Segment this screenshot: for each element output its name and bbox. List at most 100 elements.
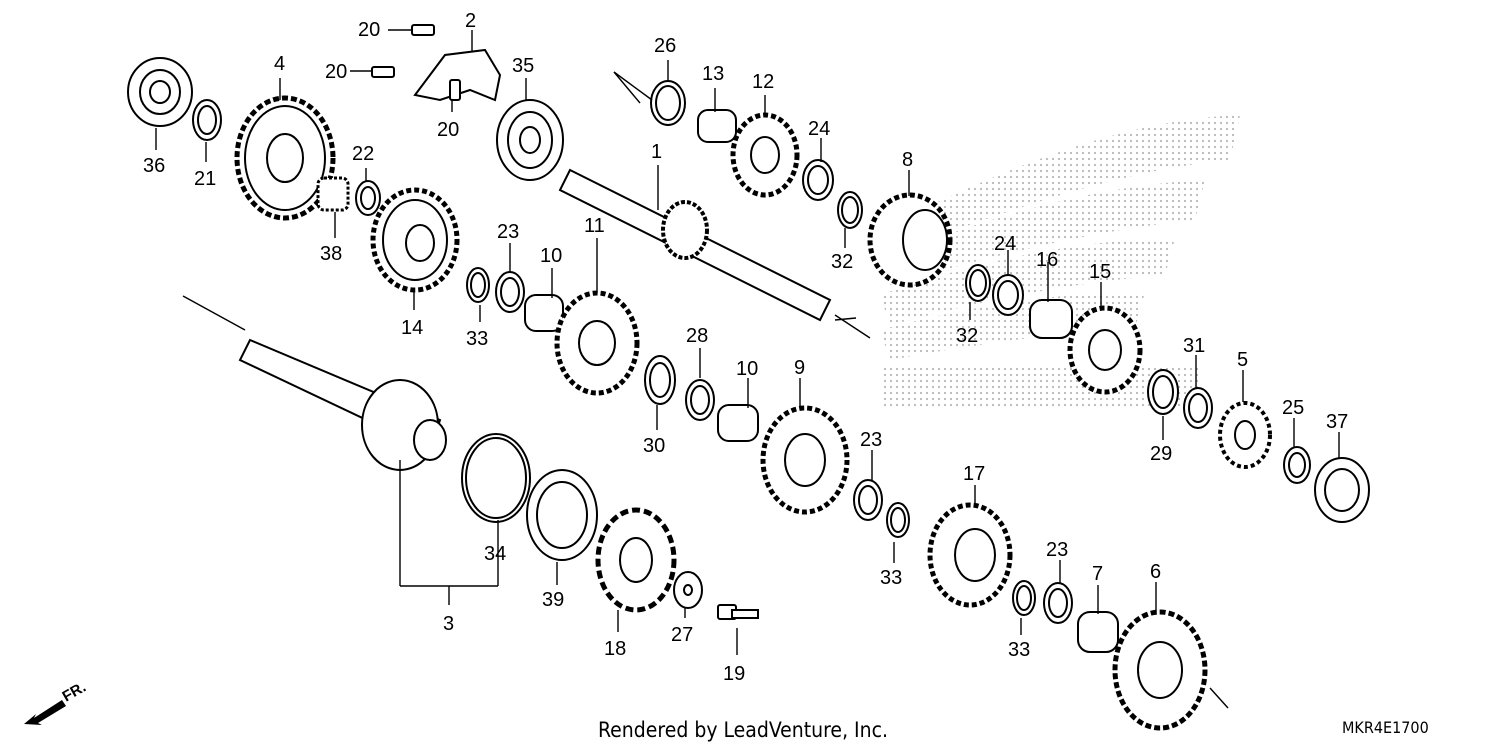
part-4-gear bbox=[234, 95, 336, 221]
part-17-gear bbox=[927, 502, 1013, 608]
part-28-ring bbox=[685, 379, 715, 421]
callout-26: 26 bbox=[654, 35, 676, 57]
render-credit: Rendered by LeadVenture, Inc. bbox=[598, 718, 888, 742]
part-8-gear bbox=[867, 192, 953, 288]
part-34-o-ring bbox=[461, 433, 531, 523]
part-27-washer bbox=[673, 571, 703, 609]
callout-6: 6 bbox=[1150, 561, 1161, 583]
callout-38: 38 bbox=[320, 243, 342, 265]
part-13-bushing bbox=[697, 109, 737, 143]
part-23-washer bbox=[495, 271, 525, 313]
part-25-ring bbox=[1283, 446, 1311, 484]
callout-22: 22 bbox=[352, 143, 374, 165]
part-23-washer bbox=[853, 479, 883, 521]
part-33-clip bbox=[886, 502, 910, 538]
part-19-bolt bbox=[717, 604, 759, 620]
part-9-gear bbox=[760, 405, 850, 515]
callout-19: 19 bbox=[723, 663, 745, 685]
part-3-countershaft bbox=[238, 338, 447, 471]
callout-36: 36 bbox=[143, 155, 165, 177]
callout-1: 1 bbox=[651, 141, 662, 163]
part-35-bearing bbox=[496, 99, 564, 181]
part-2-plate bbox=[413, 48, 502, 102]
arrow-icon: FR. bbox=[24, 679, 89, 725]
part-7-bushing bbox=[1077, 611, 1119, 653]
callout-10: 10 bbox=[736, 358, 758, 380]
callout-21: 21 bbox=[194, 168, 216, 190]
callout-5: 5 bbox=[1237, 349, 1248, 371]
diagram-code: MKR4E1700 bbox=[1342, 718, 1429, 737]
callout-33: 33 bbox=[880, 567, 902, 589]
callout-23: 23 bbox=[860, 429, 882, 451]
callout-32: 32 bbox=[831, 251, 853, 273]
callout-15: 15 bbox=[1089, 261, 1111, 283]
callout-29: 29 bbox=[1150, 443, 1172, 465]
callout-27: 27 bbox=[671, 624, 693, 646]
part-1-mainshaft bbox=[558, 168, 832, 322]
part-33-clip bbox=[466, 267, 490, 303]
callout-9: 9 bbox=[794, 357, 805, 379]
part-10-bushing bbox=[717, 404, 759, 442]
part-12-gear bbox=[730, 112, 800, 198]
callout-labels: 36 21 4 20 20 20 2 35 22 38 14 33 23 10 … bbox=[143, 10, 1348, 685]
brand-logo-watermark bbox=[880, 115, 1240, 410]
part-38-needle-bearing bbox=[316, 176, 350, 212]
part-24-washer bbox=[992, 274, 1024, 316]
callout-13: 13 bbox=[702, 63, 724, 85]
callout-20: 20 bbox=[325, 61, 347, 83]
callout-23: 23 bbox=[1046, 539, 1068, 561]
part-24-washer bbox=[802, 159, 834, 201]
part-29-washer bbox=[1147, 369, 1179, 415]
front-direction-indicator: FR. bbox=[22, 679, 112, 730]
callout-24: 24 bbox=[808, 118, 830, 140]
callout-11: 11 bbox=[584, 215, 605, 237]
part-37-bearing bbox=[1314, 457, 1370, 523]
part-16-bushing bbox=[1029, 299, 1073, 339]
part-11-gear bbox=[554, 290, 640, 396]
callout-33: 33 bbox=[1008, 639, 1030, 661]
callout-4: 4 bbox=[274, 53, 285, 75]
callout-14: 14 bbox=[401, 317, 423, 339]
callout-10: 10 bbox=[540, 245, 562, 267]
part-36-bearing bbox=[127, 57, 193, 127]
part-5-gear bbox=[1218, 401, 1272, 469]
callout-23: 23 bbox=[497, 221, 519, 243]
callout-16: 16 bbox=[1036, 249, 1058, 271]
part-22-washer bbox=[355, 180, 381, 216]
callout-30: 30 bbox=[643, 435, 665, 457]
callout-24: 24 bbox=[994, 233, 1016, 255]
callout-20: 20 bbox=[437, 119, 459, 141]
callout-25: 25 bbox=[1282, 397, 1304, 419]
direction-label: FR. bbox=[60, 680, 89, 705]
part-10-bushing bbox=[524, 294, 564, 332]
callout-8: 8 bbox=[902, 149, 913, 171]
callout-32: 32 bbox=[956, 325, 978, 347]
part-32-clip bbox=[837, 191, 863, 229]
callout-31: 31 bbox=[1183, 335, 1205, 357]
part-39-seal bbox=[526, 469, 598, 561]
part-26-ring bbox=[650, 80, 686, 126]
callout-2: 2 bbox=[465, 10, 476, 32]
callout-17: 17 bbox=[963, 463, 985, 485]
part-14-gear bbox=[370, 187, 460, 293]
callout-18: 18 bbox=[604, 638, 626, 660]
callout-12: 12 bbox=[752, 71, 774, 93]
part-33-clip bbox=[1012, 580, 1036, 616]
part-6-gear bbox=[1112, 609, 1208, 731]
callout-28: 28 bbox=[686, 325, 708, 347]
callout-37: 37 bbox=[1326, 411, 1348, 433]
part-32-clip bbox=[965, 264, 991, 302]
callout-33: 33 bbox=[466, 328, 488, 350]
part-15-gear bbox=[1067, 305, 1143, 395]
callout-39: 39 bbox=[542, 589, 564, 611]
part-18-sprocket bbox=[595, 507, 677, 613]
callout-35: 35 bbox=[512, 55, 534, 77]
part-23-washer bbox=[1043, 582, 1073, 624]
callout-20: 20 bbox=[358, 19, 380, 41]
part-30-washer bbox=[644, 355, 676, 405]
part-31-ring bbox=[1183, 387, 1213, 429]
part-21-ring bbox=[192, 99, 222, 141]
leader-lines bbox=[155, 29, 1340, 709]
callout-34: 34 bbox=[484, 543, 506, 565]
